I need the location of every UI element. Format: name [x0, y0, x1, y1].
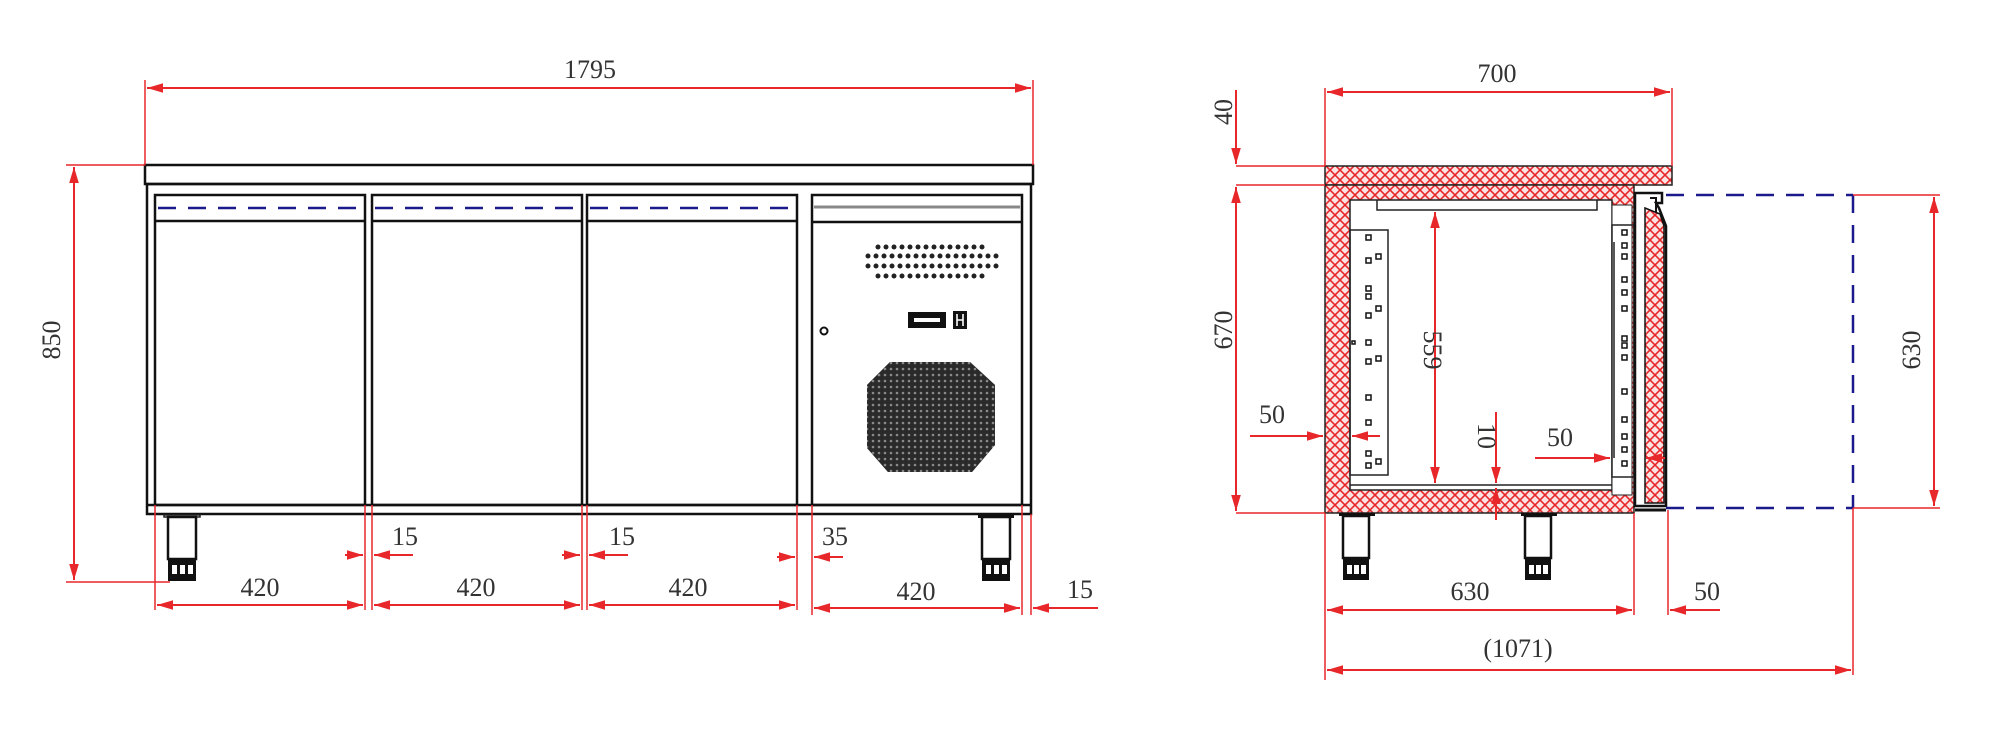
side-leg-right [1521, 513, 1557, 580]
dim-label: 700 [1478, 59, 1517, 88]
dim-label: 559 [1418, 331, 1447, 370]
dim-label: 420 [457, 573, 496, 602]
dim-depth: 700 [1324, 59, 1673, 166]
leg-right [978, 515, 1014, 581]
cabinet-body [145, 182, 1033, 516]
dim-bottom-gap: 10 [1472, 412, 1501, 520]
dim-wall-right: 50 [1535, 423, 1665, 463]
dim-label: 630 [1897, 331, 1926, 370]
dim-inner-height: 559 [1418, 212, 1447, 483]
worktop-section [1324, 165, 1673, 186]
dim-label: 35 [822, 522, 848, 551]
dim-label: 15 [609, 522, 635, 551]
vent-grille-icon [865, 244, 999, 279]
condenser-fan-grille-icon [867, 362, 995, 472]
dim-total-depth-open: (1071) [1327, 508, 1854, 675]
dim-label: 1795 [564, 55, 616, 84]
compressor-panel [810, 193, 1024, 507]
front-view: 1795 850 420 420 420 420 [37, 55, 1098, 615]
dim-door-gaps: 15 15 35 15 [345, 522, 1098, 613]
dim-label: 850 [37, 321, 66, 360]
thermostat-display-icon [908, 311, 967, 329]
keyhole-icon [819, 326, 829, 336]
dim-label: 15 [1067, 575, 1093, 604]
dim-label: 630 [1451, 577, 1490, 606]
dim-base-depth: 630 [1324, 513, 1635, 680]
dim-label: 40 [1209, 99, 1238, 125]
dim-body-height: 670 [1209, 187, 1325, 514]
dim-label: 10 [1472, 423, 1501, 449]
dim-overall-width: 1795 [144, 55, 1034, 165]
door-section [1633, 191, 1668, 512]
dim-label: 420 [897, 577, 936, 606]
door-1 [153, 193, 367, 507]
dim-label: 670 [1209, 311, 1238, 350]
dim-label: 50 [1259, 400, 1285, 429]
worktop [143, 163, 1035, 186]
dim-top-thickness: 40 [1209, 90, 1325, 186]
leg-left [163, 514, 201, 581]
dim-label: 420 [241, 573, 280, 602]
side-leg-left [1339, 513, 1375, 580]
door-2 [370, 193, 584, 507]
dim-label: 50 [1694, 577, 1720, 606]
dim-door-open-height: 630 [1853, 194, 1940, 509]
dim-label: (1071) [1483, 634, 1552, 663]
dim-label: 15 [392, 522, 418, 551]
dim-wall-left: 50 [1250, 400, 1380, 441]
dim-label: 420 [669, 573, 708, 602]
dim-overall-height: 850 [37, 164, 170, 583]
dim-label: 50 [1547, 423, 1573, 452]
side-view: 700 40 670 559 10 50 [1209, 59, 1940, 680]
door-3 [585, 193, 799, 507]
shelf-rack-left [1349, 229, 1389, 476]
door-open-envelope [1666, 193, 1855, 510]
dim-door-widths: 420 420 420 420 [154, 505, 1032, 615]
dim-door-offset: 50 [1667, 510, 1720, 615]
